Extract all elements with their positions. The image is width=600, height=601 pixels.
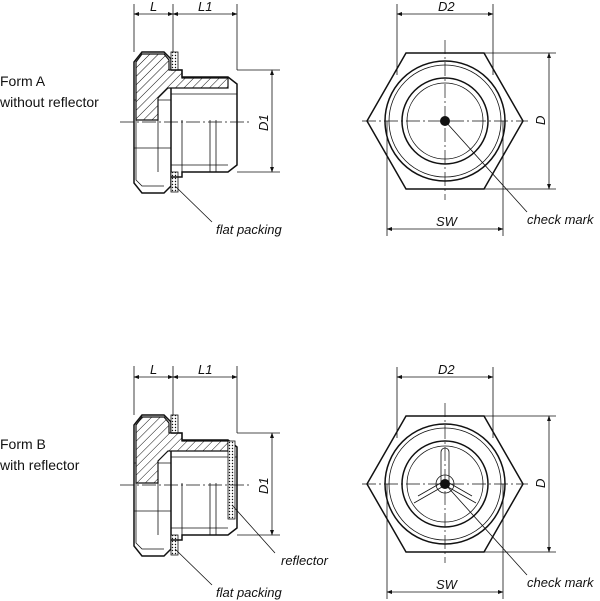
form-b-note-check: check mark	[527, 575, 595, 590]
form-a-side-view: L L1 D1	[120, 0, 283, 237]
form-a-dim-d2: D2	[438, 0, 455, 14]
form-b-packing-leader	[174, 548, 213, 586]
form-b-packing-top	[170, 414, 179, 434]
form-b-note-packing: flat packing	[216, 585, 283, 600]
form-b-side-view: L L1 D1 reflector	[120, 362, 329, 600]
form-a: Form A without reflector L L1	[0, 0, 595, 237]
form-a-dim-d: D	[533, 116, 548, 125]
form-a-packing-top	[170, 51, 179, 71]
form-a-section-hatch	[135, 53, 229, 121]
form-a-check-leader	[444, 120, 528, 213]
form-a-subtitle: without reflector	[0, 94, 99, 110]
form-a-front-view: D2 D SW check mark	[362, 0, 595, 236]
form-a-dim-l: L	[150, 0, 157, 14]
form-b-packing-bottom	[170, 534, 179, 556]
form-b-dim-d2: D2	[438, 362, 455, 377]
form-b-check-leader	[444, 483, 528, 576]
form-b-dim-d: D	[533, 479, 548, 488]
form-b-reflector	[227, 440, 236, 520]
form-a-dim-d1: D1	[256, 114, 271, 131]
form-b-dim-l: L	[150, 362, 157, 377]
form-a-dim-l1: L1	[198, 0, 212, 14]
form-a-packing-bottom	[170, 171, 179, 193]
form-b-front-view: D2 D SW	[362, 362, 595, 599]
form-b-dim-d1: D1	[256, 477, 271, 494]
form-b: Form B with reflector L L1	[0, 362, 595, 600]
form-a-hex-head	[133, 51, 172, 194]
form-a-note-check: check mark	[527, 212, 595, 227]
form-b-dim-sw: SW	[436, 577, 459, 592]
form-b-reflector-leader	[231, 504, 276, 554]
form-b-section-hatch	[135, 416, 229, 484]
form-b-title: Form B	[0, 436, 46, 452]
form-a-packing-leader	[174, 185, 213, 223]
form-b-hex-head	[133, 414, 172, 557]
form-a-note-packing: flat packing	[216, 222, 283, 237]
form-b-dim-l1: L1	[198, 362, 212, 377]
form-b-note-reflector: reflector	[281, 553, 329, 568]
form-a-title: Form A	[0, 73, 46, 89]
form-a-dim-sw: SW	[436, 214, 459, 229]
form-b-subtitle: with reflector	[0, 457, 80, 473]
